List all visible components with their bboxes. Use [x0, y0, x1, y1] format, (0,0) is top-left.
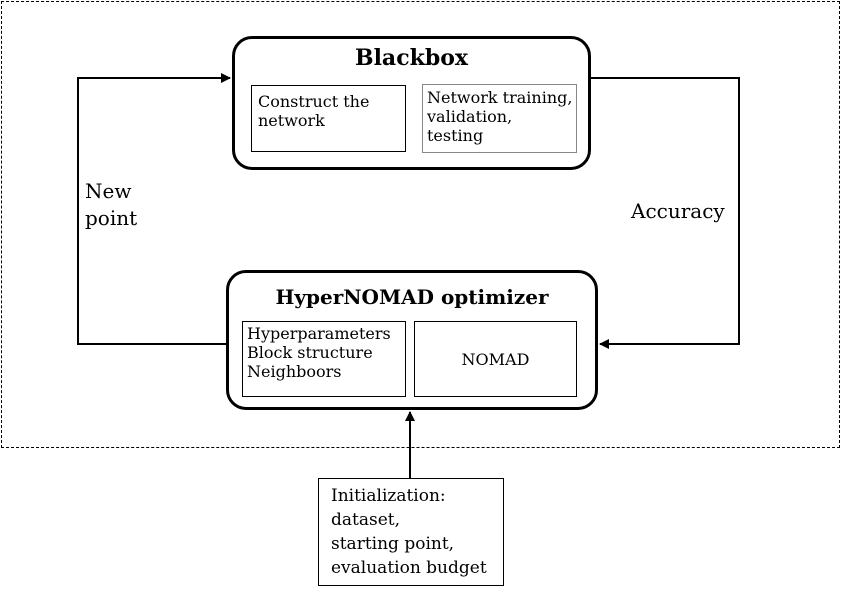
- nomad-box: NOMAD: [414, 321, 577, 397]
- training-line: validation,: [427, 107, 513, 126]
- optimizer-title: HyperNOMAD optimizer: [275, 285, 549, 309]
- init-line: Initialization:: [331, 486, 446, 506]
- blackbox-title: Blackbox: [354, 45, 469, 71]
- construct-network-box: Construct the network: [251, 85, 406, 152]
- construct-line: network: [258, 111, 325, 130]
- accuracy-arrow: [591, 77, 740, 349]
- training-line: testing: [427, 126, 484, 145]
- optimization-loop-frame: [1, 1, 840, 448]
- init-line: dataset,: [331, 510, 401, 530]
- init-line: starting point,: [331, 534, 455, 554]
- network-training-box: Network training, validation, testing: [422, 84, 577, 153]
- construct-line: Construct the: [258, 92, 370, 111]
- nomad-label: NOMAD: [461, 349, 530, 369]
- param-line: Block structure: [247, 343, 373, 362]
- initialization-box: Initialization: dataset, starting point,…: [318, 478, 504, 586]
- accuracy-label: Accuracy: [631, 199, 725, 223]
- init-line: evaluation budget: [331, 558, 487, 578]
- training-line: Network training,: [427, 88, 573, 107]
- param-line: Neighboors: [247, 362, 342, 381]
- new-point-arrow: [77, 73, 231, 345]
- new-point-label: New point: [85, 179, 138, 230]
- hyperparameters-box: Hyperparameters Block structure Neighboo…: [242, 321, 406, 397]
- param-line: Hyperparameters: [247, 324, 391, 343]
